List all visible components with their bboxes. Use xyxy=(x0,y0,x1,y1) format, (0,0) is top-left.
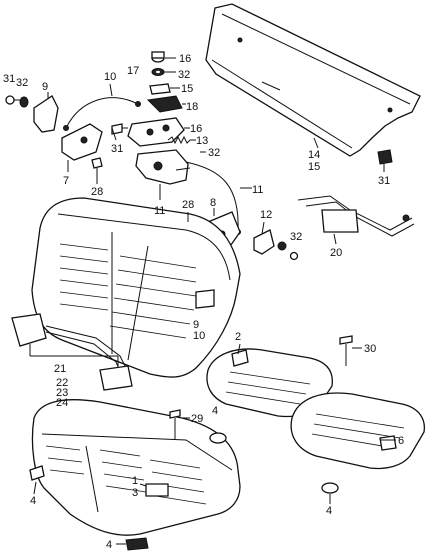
bracket-13 xyxy=(253,229,275,255)
washer-21-32 xyxy=(151,68,165,76)
callout-28-left: 29 xyxy=(191,413,203,425)
callout-10: 9 xyxy=(42,81,48,93)
callout-7: 8 xyxy=(210,197,216,209)
seat-belt-23 xyxy=(11,313,133,391)
bolt-28-right xyxy=(339,335,353,366)
callout-3: 3 xyxy=(132,487,138,499)
seat-bottom-half-lower xyxy=(290,392,426,470)
callout-5: 6 xyxy=(398,435,404,447)
callout-20: 18 xyxy=(186,101,198,113)
callout-14: 13 xyxy=(196,135,208,147)
callout-8: 9 xyxy=(193,319,199,331)
callout-13: 12 xyxy=(260,209,272,221)
callout-11-top: 10 xyxy=(104,71,116,83)
callout-18: 16 xyxy=(179,53,191,65)
callout-17: 15 xyxy=(181,83,193,95)
callout-31-left: 31 xyxy=(3,73,15,85)
callout-1: 1 xyxy=(132,475,138,487)
knob-17 xyxy=(149,83,171,95)
grommet-4-c xyxy=(321,482,339,494)
seat-bottom-half-upper xyxy=(206,348,334,418)
callout-2: 2 xyxy=(235,331,241,343)
washer-32-left xyxy=(19,96,29,108)
grommet-4-b xyxy=(209,432,227,444)
screw-27-upper xyxy=(91,157,103,176)
callout-32-top: 32 xyxy=(178,69,190,81)
callout-16: 15 xyxy=(308,161,320,173)
callout-6: 7 xyxy=(63,175,69,187)
callout-25: 23 xyxy=(56,387,68,399)
callout-12: 11 xyxy=(154,205,165,217)
cap-18 xyxy=(151,51,165,63)
hinge-6 xyxy=(61,123,103,161)
callout-27-upper: 28 xyxy=(91,186,103,198)
callout-26: 24 xyxy=(56,397,68,409)
lock-mechanism-12 xyxy=(135,149,191,185)
callout-24: 22 xyxy=(56,377,68,389)
bolt-31-left xyxy=(5,95,20,105)
washer-32-right xyxy=(277,241,287,251)
callout-21: 17 xyxy=(127,65,139,77)
callout-19: 16 xyxy=(190,123,202,135)
seat-back-cushion xyxy=(31,197,241,378)
seat-belt-22 xyxy=(297,195,415,237)
callout-27-lower: 28 xyxy=(182,199,194,211)
bracket-20 xyxy=(146,95,183,113)
callout-29: 31 xyxy=(378,175,390,187)
leader-lines xyxy=(33,57,396,545)
spring-14 xyxy=(167,135,191,145)
bolt-28-left xyxy=(169,409,181,440)
callout-9: 10 xyxy=(193,330,205,342)
callout-11-right: 11 xyxy=(252,184,263,196)
callout-23: 21 xyxy=(54,363,66,375)
callout-22: 20 xyxy=(330,247,342,259)
callout-4-bottom: 4 xyxy=(106,539,112,551)
callout-31-right: 32 xyxy=(290,231,302,243)
callout-15: 14 xyxy=(308,149,320,161)
callout-4-left: 4 xyxy=(30,495,36,507)
release-cable-11-upper xyxy=(63,97,141,131)
callout-4-right: 4 xyxy=(326,505,332,517)
callout-28-right: 30 xyxy=(364,343,376,355)
screw-30 xyxy=(111,123,128,135)
grommet-4-a xyxy=(29,465,45,481)
clip-29 xyxy=(377,149,393,165)
grommet-4-d xyxy=(125,537,149,551)
callout-30: 31 xyxy=(111,143,123,155)
callout-32-left: 32 xyxy=(16,77,28,89)
seat-bottom-cushion xyxy=(31,399,241,536)
callout-31-mid: 32 xyxy=(208,147,220,159)
bolt-31-right xyxy=(289,251,299,261)
callout-4-mid: 4 xyxy=(212,405,218,417)
rear-shelf-panel xyxy=(205,3,421,157)
bracket-10 xyxy=(33,95,59,133)
